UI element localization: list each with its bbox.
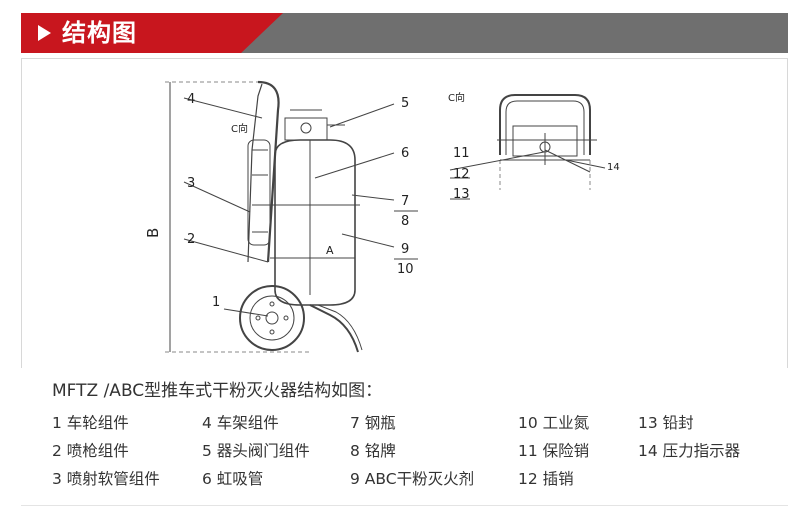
label-1: 1 xyxy=(212,295,220,310)
label-5: 5 xyxy=(401,96,409,111)
dimension-b: B xyxy=(144,228,162,238)
legend-item: 2 喷枪组件 xyxy=(52,442,129,460)
diagram-frame xyxy=(21,58,788,368)
legend-item: 11 保险销 xyxy=(518,442,590,460)
legend-item: 13 铅封 xyxy=(638,414,694,432)
label-13: 13 xyxy=(453,187,470,202)
legend-item: 14 压力指示器 xyxy=(638,442,741,460)
legend-item: 4 车架组件 xyxy=(202,414,279,432)
label-3: 3 xyxy=(187,176,195,191)
label-2: 2 xyxy=(187,232,195,247)
play-arrow-icon xyxy=(38,25,51,41)
legend-item: 1 车轮组件 xyxy=(52,414,129,432)
legend-item: 7 钢瓶 xyxy=(350,414,396,432)
label-11: 11 xyxy=(453,146,470,161)
footer-divider xyxy=(21,505,788,506)
label-10: 10 xyxy=(397,262,414,277)
label-8: 8 xyxy=(401,214,409,229)
legend-item: 10 工业氮 xyxy=(518,414,590,432)
legend-item: 8 铭牌 xyxy=(350,442,396,460)
label-14: 14 xyxy=(607,162,620,173)
view-label-main: C向 xyxy=(231,122,248,135)
label-6: 6 xyxy=(401,146,409,161)
label-4: 4 xyxy=(187,92,195,107)
section-title: 结构图 xyxy=(62,19,137,47)
label-12: 12 xyxy=(453,167,470,182)
legend-item: 3 喷射软管组件 xyxy=(52,470,160,488)
view-label-detail: C向 xyxy=(448,91,465,104)
label-7: 7 xyxy=(401,194,409,209)
dimension-a: A xyxy=(326,244,334,257)
legend-item: 12 插销 xyxy=(518,470,574,488)
header-accent xyxy=(21,13,283,53)
legend-item: 5 器头阀门组件 xyxy=(202,442,310,460)
structure-diagram: 1 2 3 4 5 6 7 8 9 10 B A C向 C向 11 12 13 … xyxy=(144,80,620,353)
label-9: 9 xyxy=(401,242,409,257)
legend-item: 9 ABC干粉灭火剂 xyxy=(350,470,475,488)
legend-item: 6 虹吸管 xyxy=(202,470,264,488)
diagram-caption: MFTZ /ABC型推车式干粉灭火器结构如图： xyxy=(52,381,383,401)
